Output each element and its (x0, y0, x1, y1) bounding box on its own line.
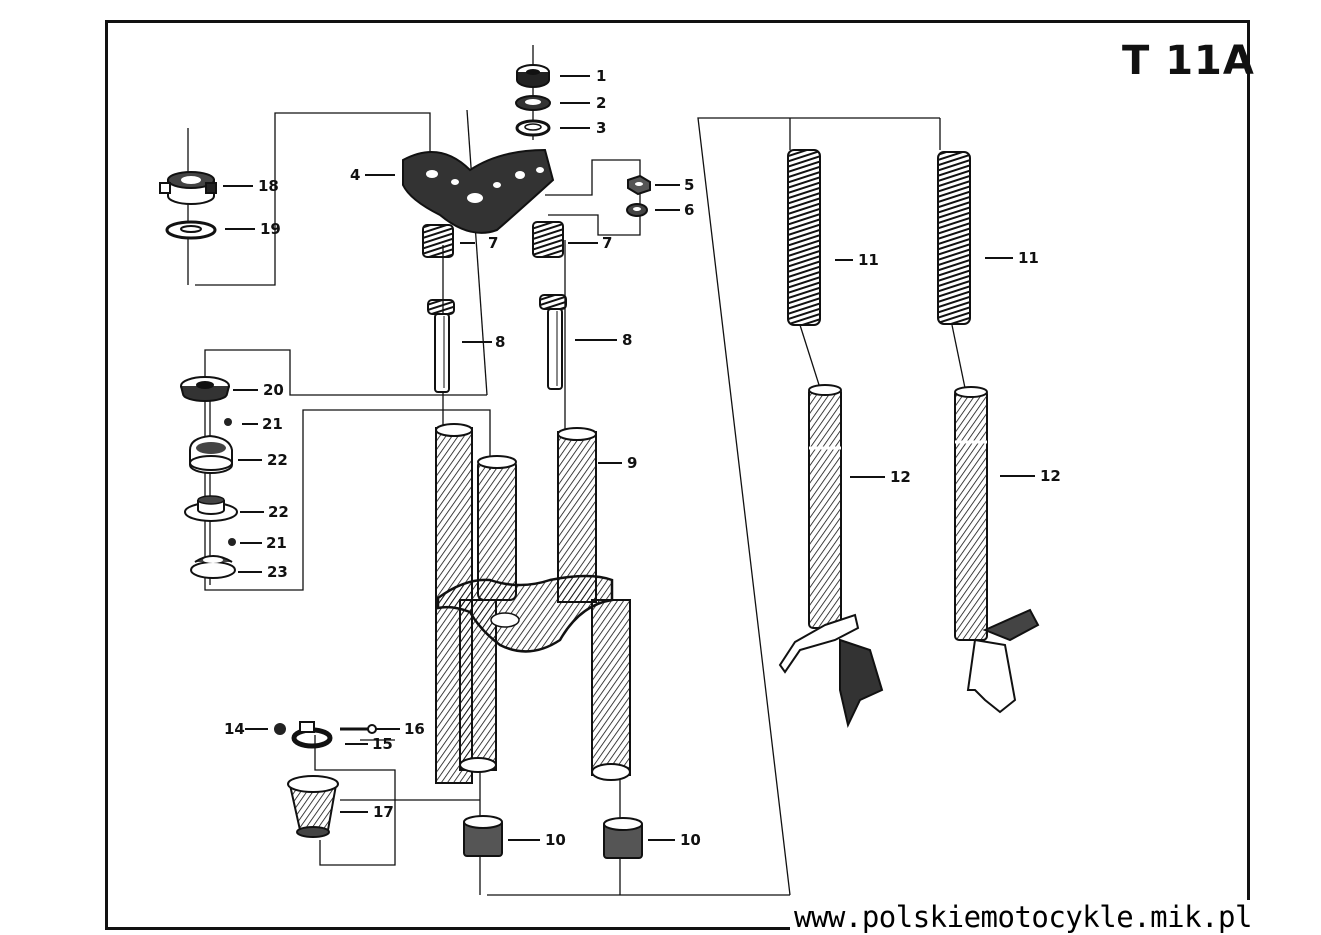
part-21-ball-upper (224, 418, 232, 426)
part-10-bushing-left (463, 815, 503, 857)
callout-16: 16 (404, 720, 425, 738)
part-11-spring-right (937, 151, 971, 325)
part-5-nut (627, 174, 651, 196)
callout-22-lower: 22 (268, 503, 289, 521)
callout-23: 23 (267, 563, 288, 581)
part-12-slider-left (778, 384, 884, 729)
callout-17: 17 (373, 803, 394, 821)
callout-10-left: 10 (545, 831, 566, 849)
drawing-frame (105, 20, 1250, 930)
part-14-nut (274, 723, 286, 735)
callout-2: 2 (596, 94, 607, 112)
callout-21-lower: 21 (266, 534, 287, 552)
callout-5: 5 (684, 176, 695, 194)
part-3-washer (515, 119, 551, 137)
callout-3: 3 (596, 119, 607, 137)
callout-6: 6 (684, 201, 695, 219)
callout-8-left: 8 (495, 333, 506, 351)
site-watermark: www.polskiemotocykle.mik.pl (790, 900, 1256, 934)
callout-10-right: 10 (680, 831, 701, 849)
part-7-plug-right (532, 221, 564, 258)
callout-11-right: 11 (1018, 249, 1039, 267)
part-18-steering-nut (159, 171, 217, 205)
leader-lines (223, 75, 1035, 841)
callout-22-upper: 22 (267, 451, 288, 469)
part-22-cup-lower (184, 495, 238, 522)
callout-4: 4 (350, 166, 361, 184)
callout-21-upper: 21 (262, 415, 283, 433)
callout-18: 18 (258, 177, 279, 195)
part-4-upper-crown (402, 148, 555, 234)
part-1-dust-cap (516, 64, 550, 88)
part-15-clamp (291, 721, 333, 749)
part-20-cone (180, 376, 230, 402)
part-11-spring-left (787, 149, 821, 326)
part-17-boot (287, 775, 339, 838)
part-8-rod-left (427, 299, 455, 393)
callout-15: 15 (372, 735, 393, 753)
part-23-cone (190, 555, 236, 579)
part-12-slider-right (954, 386, 1040, 714)
callout-7-right: 7 (602, 234, 613, 252)
sheet-code: T 11A (1122, 38, 1255, 84)
callout-19: 19 (260, 220, 281, 238)
part-6-washer (626, 203, 648, 217)
callout-11-left: 11 (858, 251, 879, 269)
part-2-washer (515, 95, 551, 111)
part-7-plug-left (422, 224, 454, 258)
part-19-washer (165, 220, 217, 240)
callout-7-left: 7 (488, 234, 499, 252)
part-8-rod-right (539, 294, 567, 390)
part-16-bolt (340, 724, 377, 734)
guide-lines (187, 45, 966, 896)
callout-14: 14 (224, 720, 245, 738)
callout-1: 1 (596, 67, 607, 85)
callout-12-left: 12 (890, 468, 911, 486)
callout-9: 9 (627, 454, 638, 472)
part-21-ball-lower (228, 538, 236, 546)
callout-20: 20 (263, 381, 284, 399)
callout-8-right: 8 (622, 331, 633, 349)
callout-12-right: 12 (1040, 467, 1061, 485)
part-22-cup-upper (189, 434, 233, 474)
part-9-lower-crown-assembly (435, 423, 631, 784)
part-10-bushing-right (603, 817, 643, 859)
